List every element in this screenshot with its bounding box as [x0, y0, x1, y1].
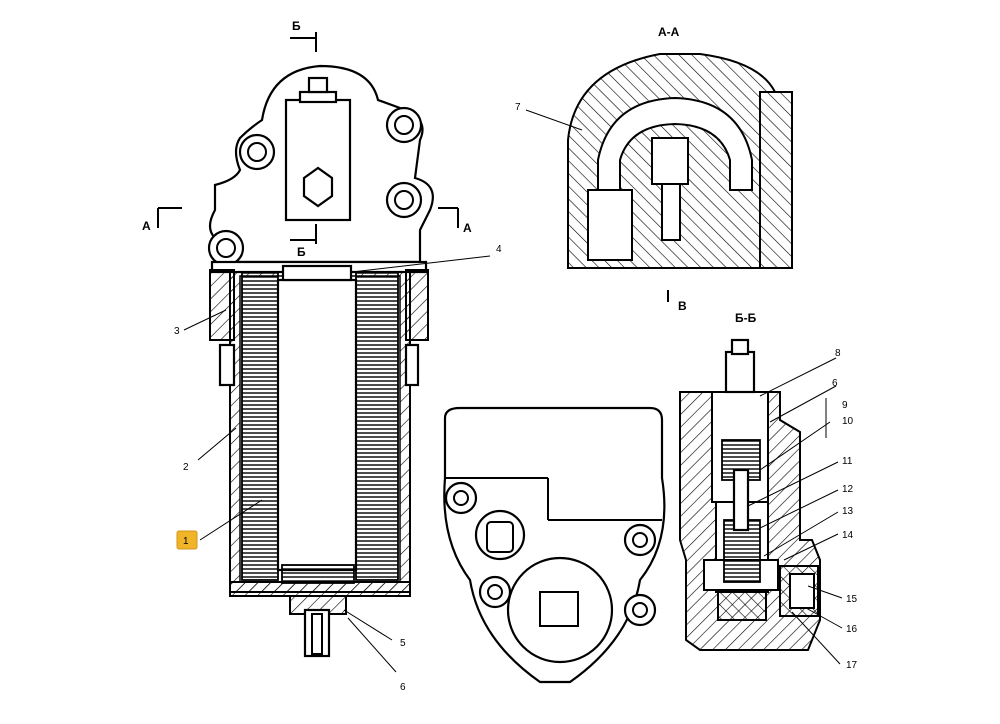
section-bb-view: Б-Б: [679, 311, 821, 651]
view-mark-v: В: [678, 299, 687, 313]
callout-3: 3: [174, 326, 180, 337]
callout-11: 11: [842, 456, 853, 467]
section-mark-b-top: Б: [292, 19, 301, 33]
callout-2: 2: [183, 462, 189, 473]
callout-15: 15: [846, 594, 858, 605]
callouts: 1 2 3 4 5 6 7 8 6 9 10 11 12 13 14 15 16…: [174, 102, 858, 693]
callout-14: 14: [842, 530, 854, 541]
highlight-item-1: [176, 530, 198, 550]
callout-13: 13: [842, 506, 854, 517]
section-mark-a-left: A: [142, 219, 151, 233]
head-underside-view: [443, 406, 666, 684]
callout-6: 6: [400, 682, 406, 693]
leader-lines: [183, 109, 843, 673]
callout-9: 9: [842, 400, 848, 411]
section-bb-title: Б-Б: [735, 311, 757, 325]
callout-5: 5: [400, 638, 406, 649]
bottom-spring: [281, 564, 355, 584]
callout-10: 10: [842, 416, 854, 427]
callout-7: 7: [515, 102, 521, 113]
mounting-boss: [238, 133, 276, 171]
callout-4: 4: [496, 244, 502, 255]
callout-6b: 6: [832, 378, 838, 389]
filter-element-left: [241, 271, 279, 581]
mounting-boss: [207, 229, 245, 267]
bleed-screw: [307, 76, 329, 94]
callout-16: 16: [846, 624, 858, 635]
callout-1: 1: [183, 536, 189, 547]
section-aa-title: A-A: [658, 25, 680, 39]
section-aa-view: A-A В: [567, 25, 793, 313]
section-mark-a-right: A: [463, 221, 472, 235]
center-tube: [276, 278, 358, 572]
filter-element-right: [355, 271, 399, 581]
callout-12: 12: [842, 484, 854, 495]
mounting-boss: [385, 106, 423, 144]
callout-8: 8: [835, 348, 841, 359]
adjust-screw: [724, 350, 756, 394]
mounting-boss: [385, 181, 423, 219]
main-filter-view: A A Б Б: [142, 19, 472, 658]
section-mark-b-mid: Б: [297, 245, 306, 259]
hex-plug: [302, 166, 334, 208]
callout-17: 17: [846, 660, 858, 671]
